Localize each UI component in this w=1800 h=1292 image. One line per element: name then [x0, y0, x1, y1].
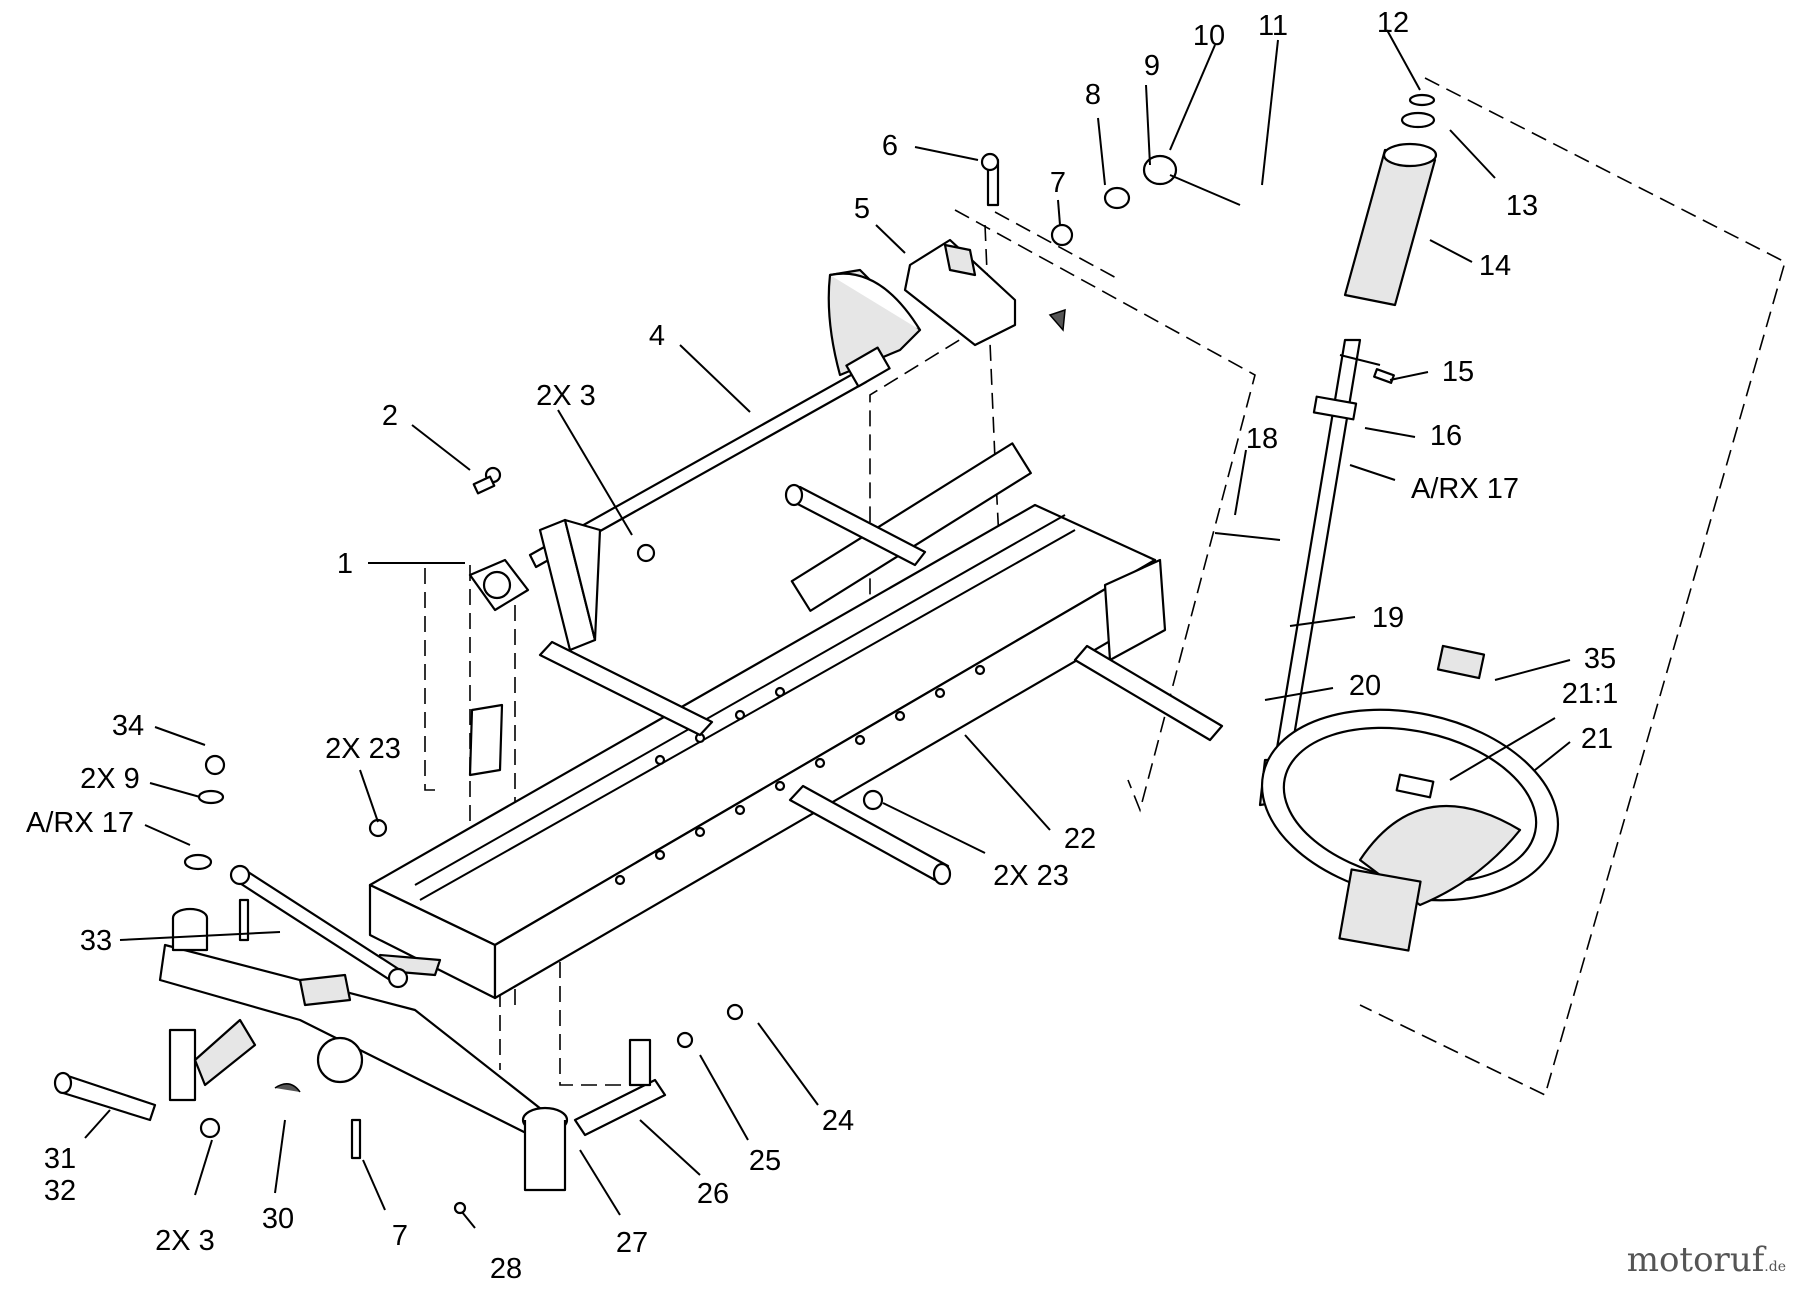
callout-32: 32: [44, 1175, 76, 1207]
watermark-brand: motoruf: [1626, 1240, 1765, 1280]
callout-10: 10: [1193, 20, 1225, 52]
callout-11: 11: [1258, 10, 1288, 42]
callout-6: 6: [882, 130, 898, 162]
callout-21-1: 21:1: [1562, 678, 1618, 710]
callout-14: 14: [1479, 250, 1511, 282]
column-cover: [1343, 93, 1438, 307]
watermark-tld: .de: [1764, 1259, 1786, 1275]
callout-1: 1: [337, 548, 353, 580]
callout-21: 21: [1581, 723, 1613, 755]
callout-a-rx-17-lower: A/RX 17: [26, 807, 134, 839]
tie-rod: [229, 864, 409, 989]
callout-9: 9: [1144, 50, 1160, 82]
callout-7-lower: 7: [392, 1220, 408, 1252]
callout-8: 8: [1085, 79, 1101, 111]
callout-27: 27: [616, 1227, 648, 1259]
callout-2x-23-right: 2X 23: [993, 860, 1069, 892]
hardware: [368, 152, 1395, 838]
callout-a-rx-17-upper: A/RX 17: [1411, 473, 1519, 505]
axle-tubes: [538, 483, 1224, 886]
callout-18: 18: [1246, 423, 1278, 455]
callout-22: 22: [1064, 823, 1096, 855]
callout-2x-23-left: 2X 23: [325, 733, 401, 765]
callout-25: 25: [749, 1145, 781, 1177]
callout-35: 35: [1584, 643, 1616, 675]
callout-4: 4: [649, 320, 665, 352]
callout-31: 31: [44, 1143, 76, 1175]
frame-assembly: [368, 442, 1167, 1000]
callout-33: 33: [80, 925, 112, 957]
pivot-pin: [238, 898, 744, 1215]
pivot-bracket: [903, 238, 1017, 347]
callout-26: 26: [697, 1178, 729, 1210]
callout-34: 34: [112, 710, 144, 742]
callout-2x-9: 2X 9: [80, 763, 140, 795]
callout-19: 19: [1372, 602, 1404, 634]
callout-28: 28: [490, 1253, 522, 1285]
callout-5: 5: [854, 193, 870, 225]
callout-2x-3-lower: 2X 3: [155, 1225, 215, 1257]
frame-holes: [614, 664, 986, 886]
callout-20: 20: [1349, 670, 1381, 702]
spindle: [53, 754, 257, 1139]
flange-bearing: [468, 558, 530, 612]
callout-15: 15: [1442, 356, 1474, 388]
callout-13: 13: [1506, 190, 1538, 222]
callout-16: 16: [1430, 420, 1462, 452]
steering-shaft: [528, 268, 922, 569]
front-bracket: [538, 518, 602, 652]
callout-2: 2: [382, 400, 398, 432]
watermark-logo: motoruf.de: [1627, 1240, 1786, 1280]
front-axle: [158, 943, 569, 1192]
callout-24: 24: [822, 1105, 854, 1137]
callout-7-upper: 7: [1050, 167, 1066, 199]
callout-2x-3-upper: 2X 3: [536, 380, 596, 412]
leader-lines: [84, 29, 1571, 1229]
callout-30: 30: [262, 1203, 294, 1235]
callout-labels: 1 2 2X 3 4 5 6 7 8 9 10 11 12 13 14 15 1…: [26, 7, 1618, 1285]
callout-12: 12: [1377, 7, 1409, 39]
